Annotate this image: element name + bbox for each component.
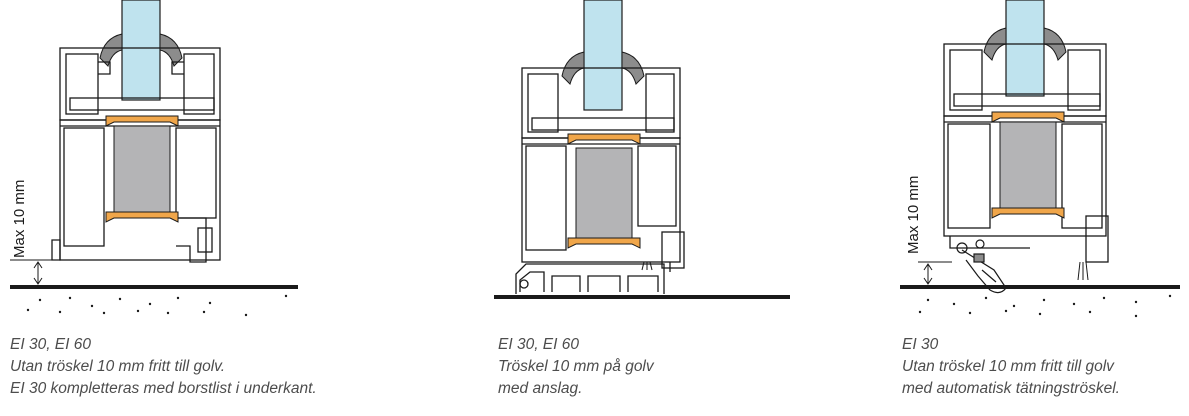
floor-line — [10, 285, 298, 289]
dimension-label: Max 10 mm — [11, 180, 28, 258]
threshold-brush — [641, 261, 653, 271]
detail-panel-1: Max 10 mm EI 30, EI 60 Utan tröskel 10 m… — [0, 0, 400, 416]
caption-line: EI 30 — [902, 336, 939, 353]
floor-line — [494, 295, 790, 299]
thermal-break-bottom — [567, 237, 641, 249]
gap-dimension — [918, 261, 952, 285]
frame-profile — [521, 137, 685, 272]
caption-line: Utan tröskel 10 mm fritt till golv. — [10, 358, 226, 375]
section-drawing-2 — [494, 0, 790, 299]
caption-2: EI 30, EI 60 Tröskel 10 mm på golv med a… — [498, 334, 654, 400]
insulation-core — [999, 121, 1057, 209]
floor-aggregate — [918, 294, 1172, 318]
glazing-gasket-left — [99, 33, 123, 67]
caption-line: Utan tröskel 10 mm fritt till golv — [902, 358, 1114, 375]
gap-dimension — [10, 259, 60, 285]
floor-aggregate — [26, 294, 288, 317]
caption-line: EI 30, EI 60 — [10, 336, 91, 353]
glazing-gasket-right — [159, 33, 183, 67]
caption-1: EI 30, EI 60 Utan tröskel 10 mm fritt ti… — [10, 334, 317, 400]
thermal-break-top — [105, 115, 179, 127]
floor-line — [900, 285, 1180, 289]
caption-line: EI 30, EI 60 — [498, 336, 579, 353]
caption-3: EI 30 Utan tröskel 10 mm fritt till golv… — [902, 334, 1120, 400]
threshold-profile — [515, 263, 665, 294]
insulation-core — [113, 125, 171, 213]
thermal-break-top — [567, 133, 641, 145]
thermal-break-bottom — [991, 207, 1065, 219]
caption-line: med automatisk tätningströskel. — [902, 380, 1120, 397]
thermal-break-bottom — [105, 211, 179, 223]
detail-panel-3: Max 10 mm EI 30 Utan tröskel 10 mm fritt… — [890, 0, 1189, 416]
sash-profile — [943, 43, 1107, 117]
caption-line: EI 30 kompletteras med borstlist i under… — [10, 380, 317, 397]
detail-panel-2: EI 30, EI 60 Tröskel 10 mm på golv med a… — [490, 0, 790, 416]
brush-seal — [1077, 261, 1089, 281]
caption-line: med anslag. — [498, 380, 583, 397]
glass-pane — [121, 0, 161, 101]
caption-line: Tröskel 10 mm på golv — [498, 358, 654, 375]
glass-pane — [1005, 0, 1045, 97]
dimension-label: Max 10 mm — [905, 176, 922, 254]
insulation-core — [575, 147, 633, 239]
section-drawing-1: Max 10 mm — [10, 0, 298, 317]
section-drawing-3: Max 10 mm — [900, 0, 1180, 318]
glass-pane — [583, 0, 623, 111]
thermal-break-top — [991, 111, 1065, 123]
